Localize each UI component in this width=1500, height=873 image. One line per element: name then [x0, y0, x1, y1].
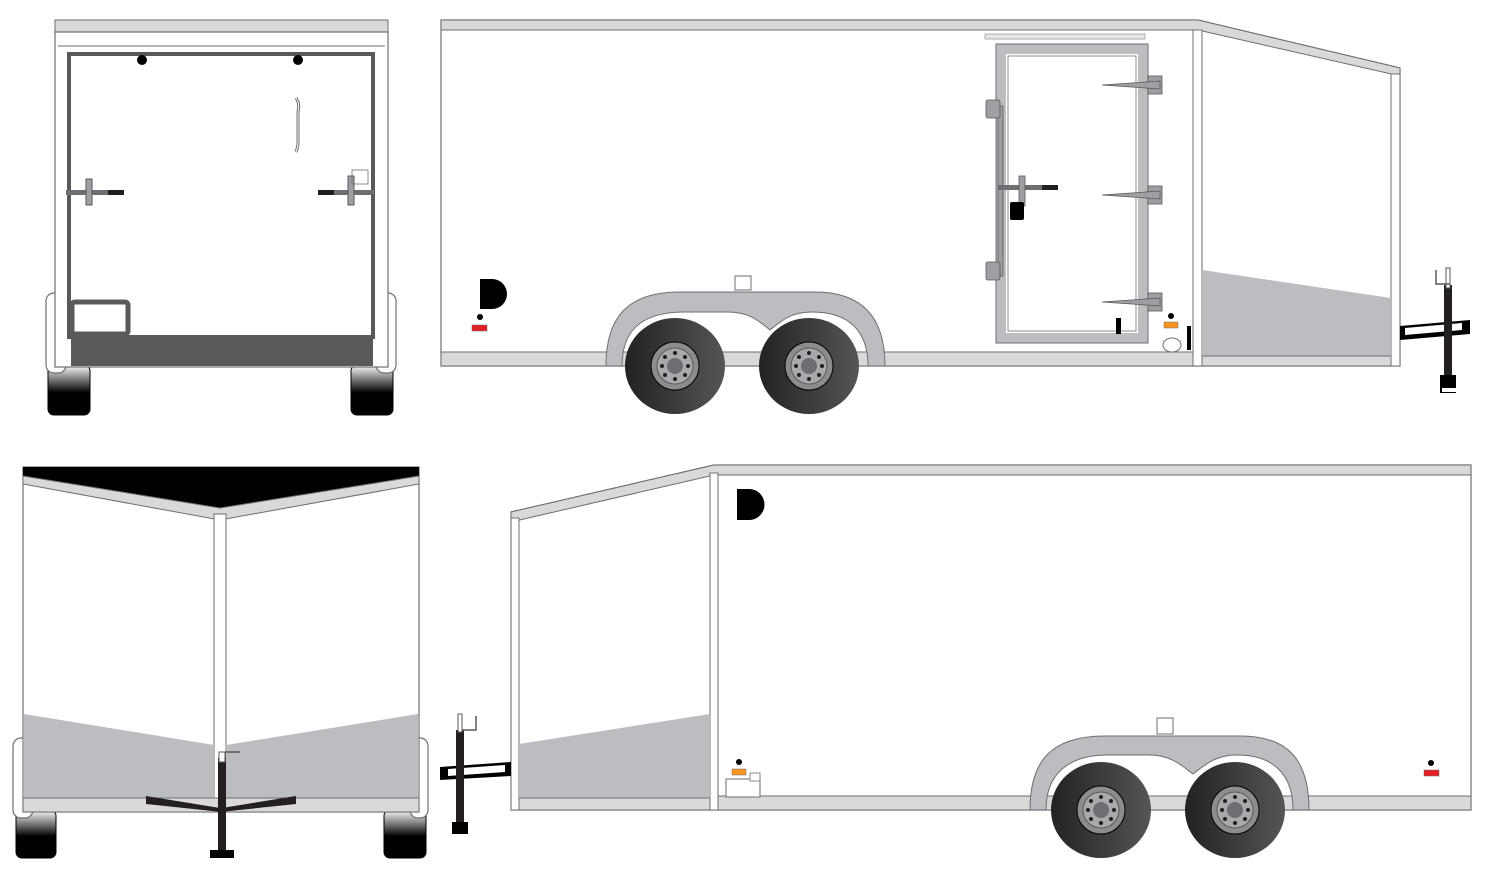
right-rear-red-marker — [1423, 769, 1440, 777]
left-side-logo — [480, 279, 507, 309]
door-hinge-middle — [1101, 185, 1163, 205]
rear-bumper — [71, 337, 373, 366]
left-tongue-jack — [1400, 267, 1470, 393]
door-latch-bar[interactable] — [997, 105, 1004, 277]
rear-license-plate — [69, 299, 131, 337]
right-nose-stoneguard — [519, 714, 710, 800]
rear-latch-right[interactable] — [318, 169, 374, 206]
rear-ramp-door — [67, 52, 375, 339]
rear-roof-cap — [54, 19, 389, 33]
front-view — [12, 466, 429, 859]
right-front-amber-marker — [731, 768, 747, 776]
right-side-view — [440, 464, 1472, 858]
left-nose-stoneguard — [1202, 270, 1391, 362]
door-hinge-top — [1101, 75, 1163, 95]
rear-spring-hook-right — [293, 55, 303, 65]
left-rear-red-marker — [471, 324, 488, 332]
left-rear-wheel — [625, 318, 725, 414]
front-stoneguard-left — [24, 714, 214, 798]
door-hinge-bottom — [1101, 292, 1163, 312]
rear-spring-hook-left — [137, 55, 147, 65]
right-battery-box — [725, 778, 761, 798]
rear-view — [45, 19, 397, 416]
left-fender — [605, 291, 886, 367]
rear-latch-left[interactable] — [66, 178, 124, 206]
right-tongue-jack — [440, 713, 511, 834]
front-stoneguard-right — [226, 714, 418, 798]
right-rear-wheel — [1185, 762, 1285, 858]
left-power-inlet — [1162, 337, 1182, 353]
right-front-wheel — [1051, 762, 1151, 858]
right-side-logo — [737, 489, 765, 520]
door-holdback — [1116, 318, 1121, 334]
door-lock-handle[interactable] — [998, 175, 1058, 220]
front-v-nose-roof — [23, 467, 419, 510]
left-front-amber-marker — [1163, 321, 1179, 329]
left-side-view — [440, 19, 1470, 414]
front-tongue-jack — [146, 751, 296, 858]
right-fender — [1029, 735, 1310, 811]
left-front-wheel — [759, 318, 859, 414]
